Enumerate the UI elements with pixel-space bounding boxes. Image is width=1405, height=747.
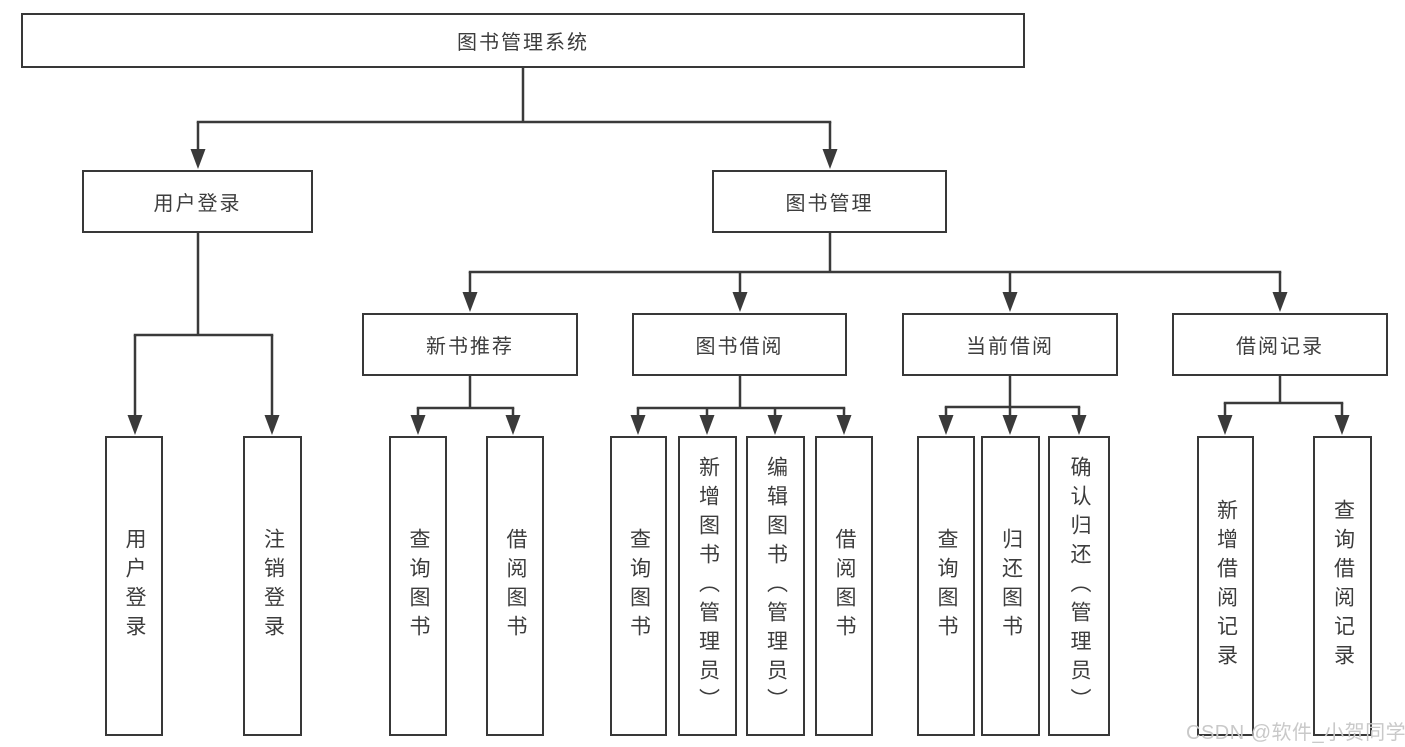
node-book-borrow-label: 图书借阅 [695,336,784,358]
leaf-cb-return-books-label: 归还图书 [999,528,1023,644]
leaf-cb-confirm-return-admin: 确认归还（管理员） [1048,436,1110,736]
node-book-mgmt: 图书管理 [712,170,947,233]
leaf-logout-label: 注销登录 [261,528,285,644]
node-root-library-system: 图书管理系统 [21,13,1025,68]
connector-borrow-records [1217,376,1350,435]
node-book-mgmt-label: 图书管理 [785,193,874,215]
leaf-rec-borrow-books: 借阅图书 [486,436,544,736]
leaf-bb-add-books-admin: 新增图书（管理员） [678,436,737,736]
leaf-bb-query-books: 查询图书 [610,436,667,736]
leaf-bb-borrow-books: 借阅图书 [815,436,873,736]
leaf-cb-return-books: 归还图书 [981,436,1040,736]
leaf-bb-edit-books-admin-label: 编辑图书（管理员） [764,455,788,717]
leaf-bb-borrow-books-label: 借阅图书 [833,528,857,644]
leaf-cb-query-books-label: 查询图书 [935,528,959,644]
leaf-cb-confirm-return-admin-label: 确认归还（管理员） [1068,455,1092,717]
node-new-book-rec: 新书推荐 [362,313,578,376]
leaf-br-add-record-label: 新增借阅记录 [1214,499,1238,673]
connector-current-borrow [938,376,1087,435]
leaf-bb-add-books-admin-label: 新增图书（管理员） [696,455,720,717]
connector-user-login [127,233,280,435]
leaf-logout: 注销登录 [243,436,302,736]
connector-root [190,68,838,169]
leaf-bb-query-books-label: 查询图书 [627,528,651,644]
node-borrow-records: 借阅记录 [1172,313,1388,376]
leaf-rec-query-books: 查询图书 [389,436,447,736]
leaf-cb-query-books: 查询图书 [917,436,975,736]
node-current-borrow: 当前借阅 [902,313,1118,376]
node-new-book-rec-label: 新书推荐 [426,336,514,358]
node-root-label: 图书管理系统 [457,32,589,54]
leaf-bb-edit-books-admin: 编辑图书（管理员） [746,436,805,736]
csdn-watermark: CSDN @软件_小贺同学 [1186,722,1405,744]
node-user-login: 用户登录 [82,170,313,233]
leaf-rec-borrow-books-label: 借阅图书 [504,528,528,644]
node-user-login-label: 用户登录 [153,193,242,215]
node-book-borrow: 图书借阅 [632,313,847,376]
connector-book-mgmt [462,233,1288,312]
leaf-user-login: 用户登录 [105,436,163,736]
connector-new-book-rec [410,376,521,435]
leaf-br-query-record-label: 查询借阅记录 [1331,499,1355,673]
leaf-br-add-record: 新增借阅记录 [1197,436,1254,736]
leaf-rec-query-books-label: 查询图书 [407,528,431,644]
leaf-user-login-label: 用户登录 [123,528,147,644]
node-current-borrow-label: 当前借阅 [966,336,1054,358]
node-borrow-records-label: 借阅记录 [1236,336,1324,358]
leaf-br-query-record: 查询借阅记录 [1313,436,1372,736]
connector-book-borrow [630,376,852,435]
